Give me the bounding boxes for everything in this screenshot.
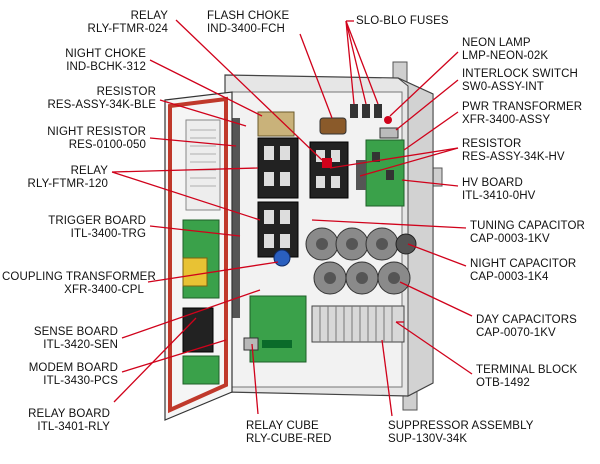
fuse-3: [374, 104, 382, 118]
resistor-hv: [356, 160, 366, 190]
capacitor-bank: [305, 227, 417, 295]
suppressor-part: [243, 337, 259, 351]
label-slo-blo-fuses: SLO-BLO FUSES: [356, 15, 449, 27]
din-rail: [232, 118, 240, 318]
interlock-switch: [379, 127, 399, 139]
fuse-2: [362, 104, 370, 118]
flash-choke: [319, 117, 347, 135]
terminal-block: [311, 305, 405, 343]
neon-lamp: [384, 116, 392, 124]
modem-board-pcb: [182, 355, 220, 385]
fuse-1: [350, 104, 358, 118]
leader-relay-top: [175, 19, 323, 161]
door-gasket: [168, 96, 228, 414]
leader-flash-choke: [299, 33, 333, 119]
coupling-transformer: [182, 257, 208, 287]
door-label-panel: [185, 119, 221, 211]
relay-board-pcb: [249, 295, 307, 363]
